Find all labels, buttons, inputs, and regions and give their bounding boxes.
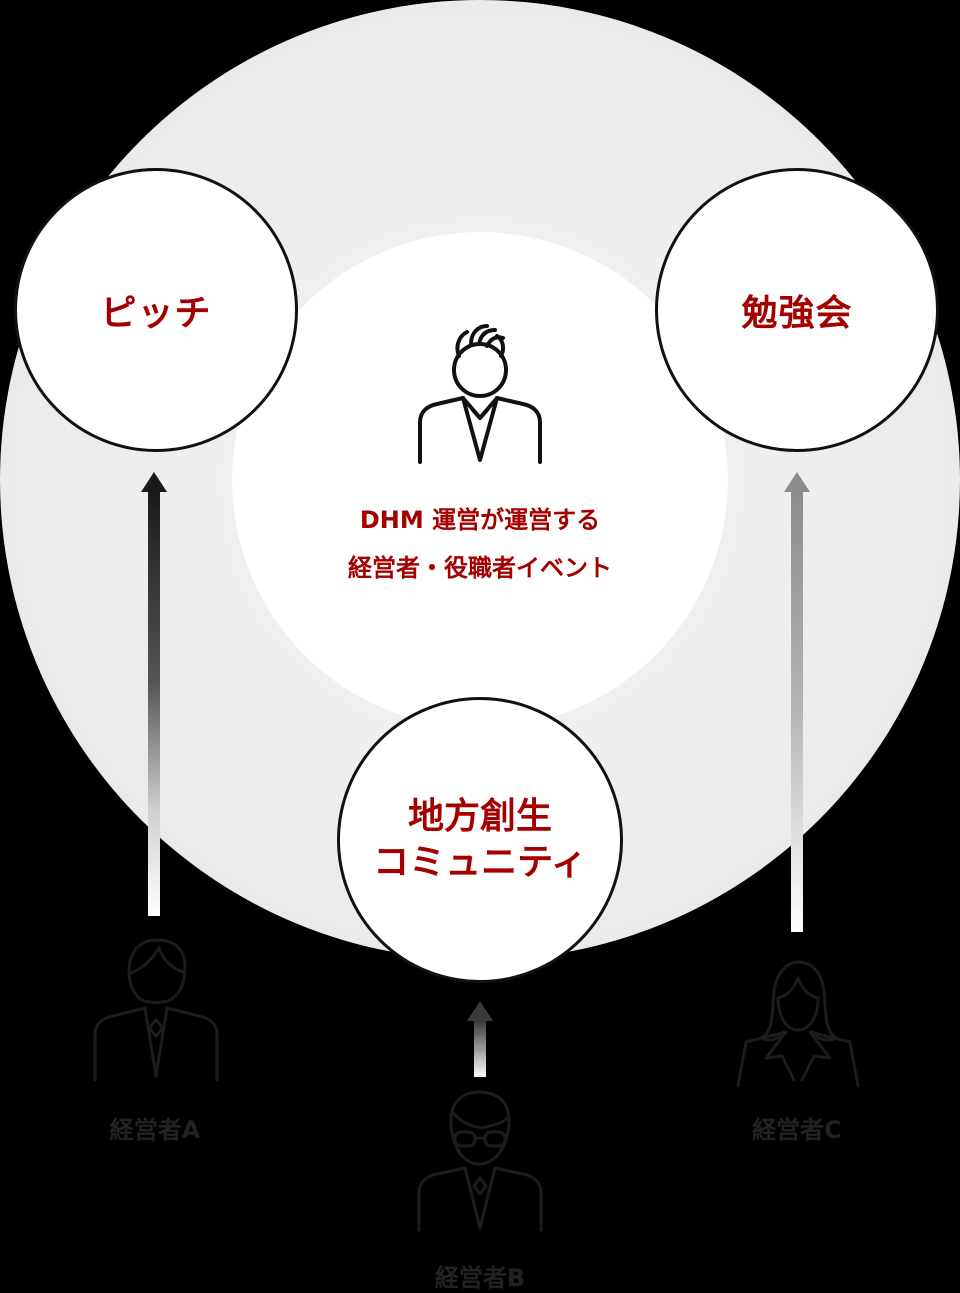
arrow-a-to-pitch — [141, 472, 167, 916]
businessman-icon — [418, 324, 542, 464]
center-event-title: DHM 運営が運営する 経営者・役職者イベント — [232, 496, 728, 592]
node-regional-community: 地方創生 コミュニティ — [337, 697, 623, 983]
arrow-up-icon — [141, 472, 167, 492]
person-a-label: 経営者A — [109, 1116, 201, 1144]
node-community-line2: コミュニティ — [373, 842, 587, 883]
arrow-up-icon — [784, 472, 810, 492]
node-community-line1: 地方創生 — [407, 796, 552, 837]
businessman-icon — [93, 938, 219, 1082]
person-b-label: 経営者B — [434, 1264, 526, 1292]
inner-circle — [232, 232, 728, 728]
center-title-line2: 経営者・役職者イベント — [348, 554, 612, 582]
arrow-b-to-community — [467, 1001, 493, 1077]
node-study-label: 勉強会 — [741, 293, 853, 334]
businessman-glasses-icon — [417, 1090, 543, 1232]
businesswoman-icon — [736, 960, 860, 1088]
node-pitch: ピッチ — [14, 168, 298, 452]
center-title-line1: DHM 運営が運営する — [359, 506, 601, 534]
person-c-label: 経営者C — [752, 1116, 842, 1144]
arrow-c-to-study — [784, 472, 810, 932]
node-study-session: 勉強会 — [655, 168, 939, 452]
arrow-up-icon — [467, 1001, 493, 1021]
node-pitch-label: ピッチ — [100, 293, 212, 334]
